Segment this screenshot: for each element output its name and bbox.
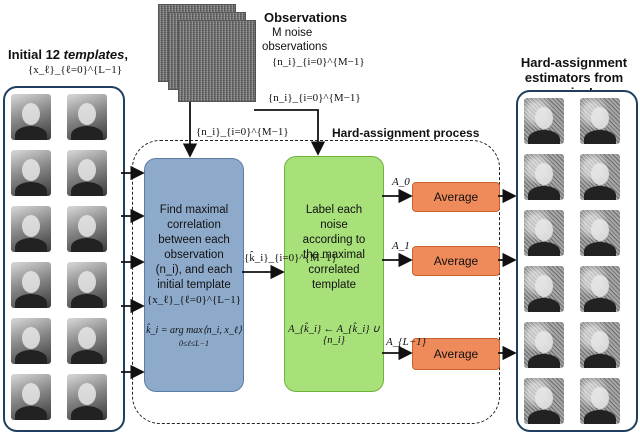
template-image-3 bbox=[67, 150, 107, 196]
label-noise-box: Label each noise according to the maxima… bbox=[284, 156, 384, 392]
estimator-image-1 bbox=[580, 98, 620, 144]
find-box-line2: correlation bbox=[167, 219, 221, 231]
label-box-line1: Label each bbox=[305, 204, 363, 216]
right-panel-title-line1: Hard-assignment bbox=[520, 55, 628, 70]
estimator-image-6 bbox=[524, 266, 564, 312]
estimator-image-5 bbox=[580, 210, 620, 256]
label-box-line4: the maximal bbox=[303, 249, 365, 261]
find-box-line1: Find maximal bbox=[159, 204, 229, 216]
arrow-obs-to-label bbox=[254, 109, 326, 156]
template-image-4 bbox=[11, 206, 51, 252]
find-box-formula-sub: 0≤ℓ≤L−1 bbox=[179, 339, 209, 348]
a1-label: A_1 bbox=[392, 240, 410, 252]
observations-line3: observations bbox=[262, 41, 328, 53]
estimator-image-10 bbox=[524, 378, 564, 424]
label-box-line5: correlated bbox=[308, 264, 360, 276]
templates-panel bbox=[3, 86, 125, 432]
estimator-image-4 bbox=[524, 210, 564, 256]
estimators-panel bbox=[516, 90, 638, 432]
estimator-image-7 bbox=[580, 266, 620, 312]
template-image-7 bbox=[67, 262, 107, 308]
observations-title: Observations bbox=[264, 10, 348, 25]
template-image-10 bbox=[11, 374, 51, 420]
noise-sheet-front bbox=[178, 20, 256, 102]
find-to-label-arrow-label: {k̂_i}_{i=0}^{M−1} bbox=[244, 252, 337, 264]
average-box-1: Average bbox=[412, 246, 500, 276]
average-label-1: Average bbox=[433, 254, 479, 268]
observations-set-label: {n_i}_{i=0}^{M−1} bbox=[272, 56, 365, 68]
template-image-2 bbox=[11, 150, 51, 196]
find-box-line6: initial template bbox=[157, 279, 231, 291]
observations-line2: M noise bbox=[272, 27, 313, 39]
aL-label: A_{L−1} bbox=[386, 336, 427, 348]
find-box-line7: {x_ℓ}_{ℓ=0}^{L−1} bbox=[146, 294, 241, 306]
left-panel-title: Initial 12 templates, bbox=[6, 47, 130, 62]
average-label-2: Average bbox=[433, 347, 479, 361]
left-panel-title-plain: Initial 12 bbox=[8, 47, 64, 62]
estimator-image-3 bbox=[580, 154, 620, 200]
average-box-2: Average bbox=[412, 338, 500, 370]
template-image-11 bbox=[67, 374, 107, 420]
template-image-0 bbox=[11, 94, 51, 140]
estimator-image-9 bbox=[580, 322, 620, 368]
a0-label: A_0 bbox=[392, 176, 410, 188]
template-image-8 bbox=[11, 318, 51, 364]
template-image-6 bbox=[11, 262, 51, 308]
find-box-line4: observation bbox=[164, 249, 224, 261]
left-panel-title-italic: templates bbox=[63, 47, 125, 62]
template-image-5 bbox=[67, 206, 107, 252]
average-box-0: Average bbox=[412, 182, 500, 212]
find-box-line3: between each bbox=[158, 234, 230, 246]
obs-to-find-arrow-label: {n_i}_{i=0}^{M−1} bbox=[196, 126, 289, 138]
label-box-line3: according to bbox=[302, 234, 366, 246]
find-correlation-box: Find maximal correlation between each ob… bbox=[144, 158, 244, 392]
label-box-line2: noise bbox=[320, 219, 348, 231]
estimator-image-8 bbox=[524, 322, 564, 368]
find-box-formula: k̂_i = arg max⟨n_i, x_ℓ⟩ bbox=[146, 325, 242, 336]
estimator-image-2 bbox=[524, 154, 564, 200]
find-box-line5: (n_i), and each bbox=[155, 264, 233, 276]
template-image-9 bbox=[67, 318, 107, 364]
template-image-1 bbox=[67, 94, 107, 140]
label-box-formula: A_{k̂_i} ← A_{k̂_i} ∪ {n_i} bbox=[288, 324, 380, 346]
process-region bbox=[132, 140, 500, 424]
estimator-image-11 bbox=[580, 378, 620, 424]
left-panel-set-label: {x_ℓ}_{ℓ=0}^{L−1} bbox=[28, 64, 123, 76]
process-title: Hard-assignment process bbox=[332, 126, 480, 140]
obs-to-label-arrow-label: {n_i}_{i=0}^{M−1} bbox=[268, 92, 361, 104]
left-panel-title-comma: , bbox=[124, 47, 128, 62]
label-box-line6: template bbox=[311, 279, 357, 291]
estimator-image-0 bbox=[524, 98, 564, 144]
average-label-0: Average bbox=[433, 190, 479, 204]
